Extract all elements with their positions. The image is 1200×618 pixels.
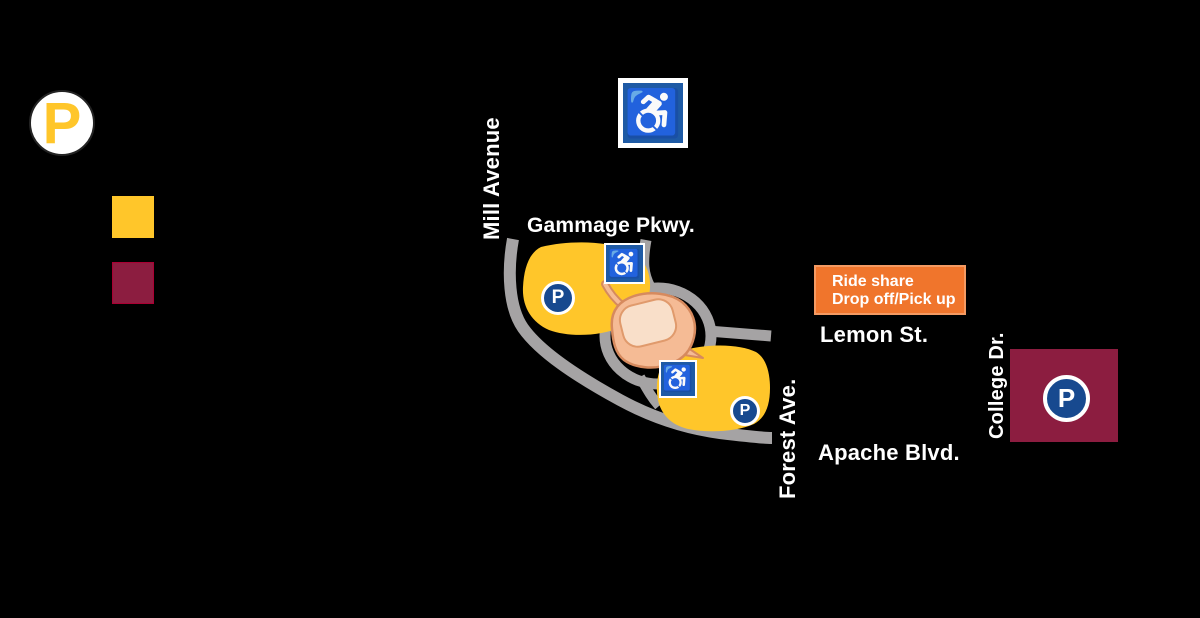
- ride-share-line2: Drop off/Pick up: [832, 291, 956, 308]
- street-label-gammage-pkwy: Gammage Pkwy.: [527, 214, 695, 237]
- gammage-auditorium-building: [601, 280, 704, 369]
- road-east-stub: [707, 325, 772, 342]
- accessible-parking-icon-south-lot: ♿: [659, 360, 697, 398]
- street-label-forest-ave: Forest Ave.: [775, 378, 800, 499]
- street-label-college-dr: College Dr.: [986, 332, 1008, 439]
- legend-swatch-maroon-structure: [112, 262, 154, 304]
- wheelchair-icon: ♿: [606, 245, 643, 282]
- parking-logo-letter: P: [42, 91, 82, 156]
- ride-share-line1: Ride share: [832, 273, 914, 290]
- p-letter: P: [739, 402, 751, 419]
- wheelchair-icon: ♿: [661, 362, 695, 396]
- parking-p-icon-north-lot: P: [541, 281, 575, 315]
- street-label-apache-blvd: Apache Blvd.: [818, 440, 960, 465]
- street-label-lemon-st: Lemon St.: [820, 322, 929, 347]
- p-letter: P: [1057, 383, 1076, 413]
- building-inner-shape: [618, 298, 678, 348]
- street-label-mill-avenue: Mill Avenue: [479, 117, 504, 240]
- parking-logo-icon: P: [29, 90, 95, 156]
- ride-share-callout: Ride share Drop off/Pick up: [814, 265, 966, 315]
- road-main-curve: [503, 237, 773, 444]
- parking-p-icon-south-lot: P: [730, 396, 760, 426]
- parking-p-icon-structure: P: [1043, 375, 1090, 422]
- p-letter: P: [551, 287, 565, 308]
- wheelchair-icon: ♿: [623, 83, 683, 143]
- accessible-parking-icon-north-lot: ♿: [604, 243, 645, 284]
- legend-swatch-gold-lot: [112, 196, 154, 238]
- accessible-parking-icon: ♿: [618, 78, 688, 148]
- road-ring-south-connector: [635, 374, 663, 410]
